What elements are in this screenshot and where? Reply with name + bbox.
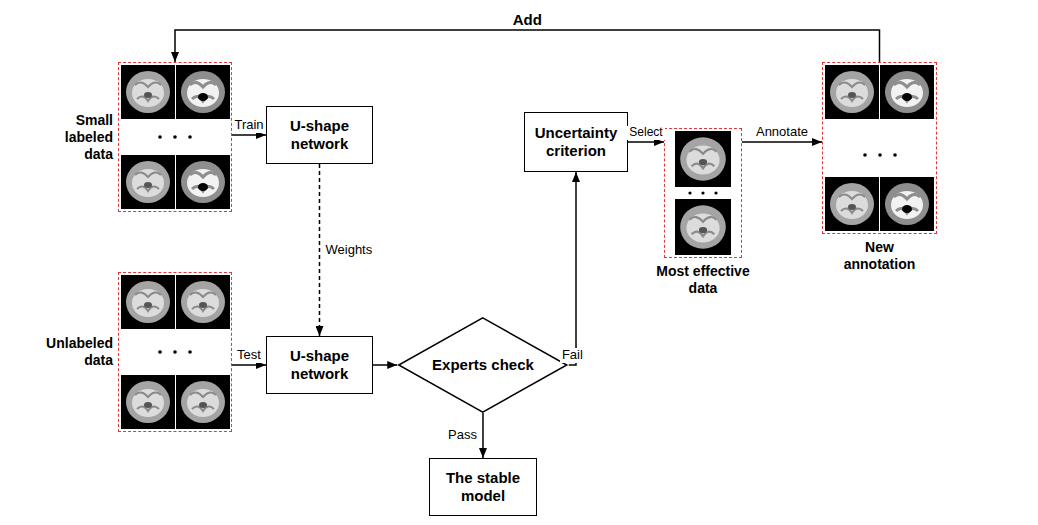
flow-arrow <box>175 30 880 62</box>
edge-label: Weights <box>324 243 375 258</box>
node-label: The stable model <box>430 469 536 505</box>
data-heading: Most effective data <box>647 263 759 297</box>
image-set: Most effective data <box>664 128 742 258</box>
node-label: Experts check <box>432 356 534 374</box>
flow-arrow <box>482 413 484 458</box>
flow-arrow <box>373 364 397 366</box>
decision-diamond: Experts check <box>397 317 569 413</box>
annotated-images <box>825 65 934 231</box>
unlabeled-images <box>121 275 230 429</box>
flow-arrow <box>628 141 664 143</box>
selected-images <box>675 131 731 255</box>
process-box: U-shape network <box>266 336 373 394</box>
edge-label: Fail <box>560 348 585 363</box>
edge-label: Annotate <box>754 125 810 140</box>
terminal-box: The stable model <box>429 458 537 516</box>
edge-label: Train <box>232 118 265 133</box>
edge-label: Add <box>511 11 544 28</box>
image-set: New annotation <box>822 62 937 234</box>
flow-arrow <box>232 134 266 136</box>
edge-label: Pass <box>446 428 479 443</box>
flow-arrow <box>742 141 822 143</box>
data-heading: Unlabeled data <box>41 335 113 369</box>
edge-label: Test <box>235 348 263 363</box>
process-box: Uncertainty criterion <box>524 112 628 172</box>
flow-arrow <box>319 164 321 336</box>
image-set: Unlabeled data <box>118 272 232 432</box>
node-label: U-shape network <box>267 117 372 153</box>
node-label: U-shape network <box>267 347 372 383</box>
node-label: Uncertainty criterion <box>525 124 627 160</box>
data-heading: New annotation <box>834 239 926 273</box>
image-set: Small labeled data <box>118 62 232 212</box>
labeled-images <box>121 65 230 209</box>
process-box: U-shape network <box>266 106 373 164</box>
flow-arrow <box>569 172 576 365</box>
data-heading: Small labeled data <box>55 112 113 162</box>
edge-label: Select <box>627 126 664 140</box>
flow-arrow <box>232 364 266 366</box>
